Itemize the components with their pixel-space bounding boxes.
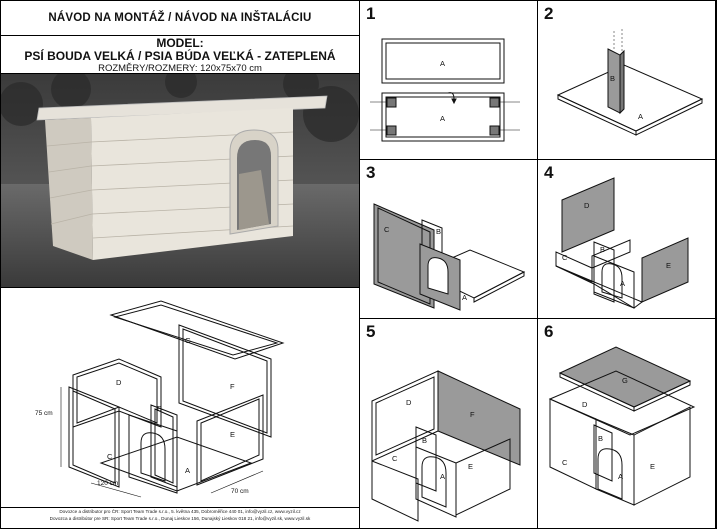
label-c: C [392,454,398,463]
label-a: A [620,279,625,288]
label-a: A [440,59,445,68]
part-c-panel [373,203,435,309]
part-f-panel [178,324,272,438]
label-g: G [622,376,628,385]
label-c: C [107,452,113,461]
step-number: 1 [366,4,376,23]
part-d-panel [561,177,615,253]
label-c: C [562,253,568,262]
step-6: 6 G D B C A E [538,319,716,528]
label-a: A [618,472,623,481]
step-number: 5 [366,322,376,341]
footer: Dovozce a distributor pro ČR: Sport Team… [1,507,359,529]
label-d: D [584,201,590,210]
part-f-panel [437,370,521,466]
label-c: C [562,458,568,467]
part-a-panel [556,64,704,132]
part-e-panel [196,394,264,486]
footer-line-cz: Dovozce a distributor pro ČR: Sport Team… [59,509,301,514]
label-d: D [582,400,588,409]
page-title: NÁVOD NA MONTÁŽ / NÁVOD NA INŠTALÁCIU [48,12,312,24]
label-b: B [600,245,605,254]
label-a: A [462,293,467,302]
label-e: E [468,462,473,471]
part-a-panel [381,92,505,142]
step-2: 2 B A [538,1,716,160]
depth-label: 70 cm [231,488,249,495]
part-e-panel [641,237,689,303]
label-f: F [230,382,235,391]
footer-line-sk: Dovozca a distribútor pre SR: Sport Team… [49,516,311,521]
step-number: 2 [544,4,554,23]
left-column: NÁVOD NA MONTÁŽ / NÁVOD NA INŠTALÁCIU MO… [1,1,360,528]
part-c-panel [68,386,120,488]
step-number: 6 [544,322,554,341]
part-d-panel [72,358,162,428]
label-c: C [384,225,390,234]
step-1: 1 A A [360,1,538,160]
label-a: A [440,472,445,481]
label-e: E [230,430,235,439]
model-name: PSÍ BOUDA VELKÁ / PSIA BÚDA VEĽKÁ - ZATE… [24,49,336,63]
label-a: A [638,112,643,121]
label-g: G [185,336,191,345]
label-b: B [610,74,615,83]
label-d: D [406,398,412,407]
step-number: 3 [366,163,376,182]
model-label: MODEL: [156,36,204,50]
step-3: 3 C B A [360,160,538,319]
label-e: E [650,462,655,471]
part-a-panel [381,38,505,84]
part-g-panel [109,300,285,360]
exploded-view: G D F B C E A 75 cm 120 cm 70 cm [1,287,359,507]
label-b: B [422,436,427,445]
steps-grid: 1 A A 2 [360,1,716,528]
label-e: E [666,261,671,270]
label-a: A [440,114,445,123]
label-b: B [436,227,441,236]
part-e-panel [455,438,511,516]
step-number: 4 [544,163,554,182]
model-dimensions: ROZMĚRY/ROZMERY: 120x75x70 cm [98,63,262,74]
label-f: F [470,410,475,419]
label-a: A [185,466,190,475]
part-d-panel [371,370,439,462]
step-4: 4 D B C A E [538,160,716,319]
label-b: B [157,404,162,413]
label-d: D [116,378,122,387]
height-label: 75 cm [35,410,53,417]
product-photo [1,73,359,288]
title-box: NÁVOD NA MONTÁŽ / NÁVOD NA INŠTALÁCIU [1,1,359,36]
label-b: B [598,434,603,443]
width-label: 120 cm [97,480,118,487]
part-b-panel [593,424,613,482]
model-block: MODEL: PSÍ BOUDA VELKÁ / PSIA BÚDA VEĽKÁ… [1,36,359,75]
step-5: 5 D F B C A E [360,319,538,528]
